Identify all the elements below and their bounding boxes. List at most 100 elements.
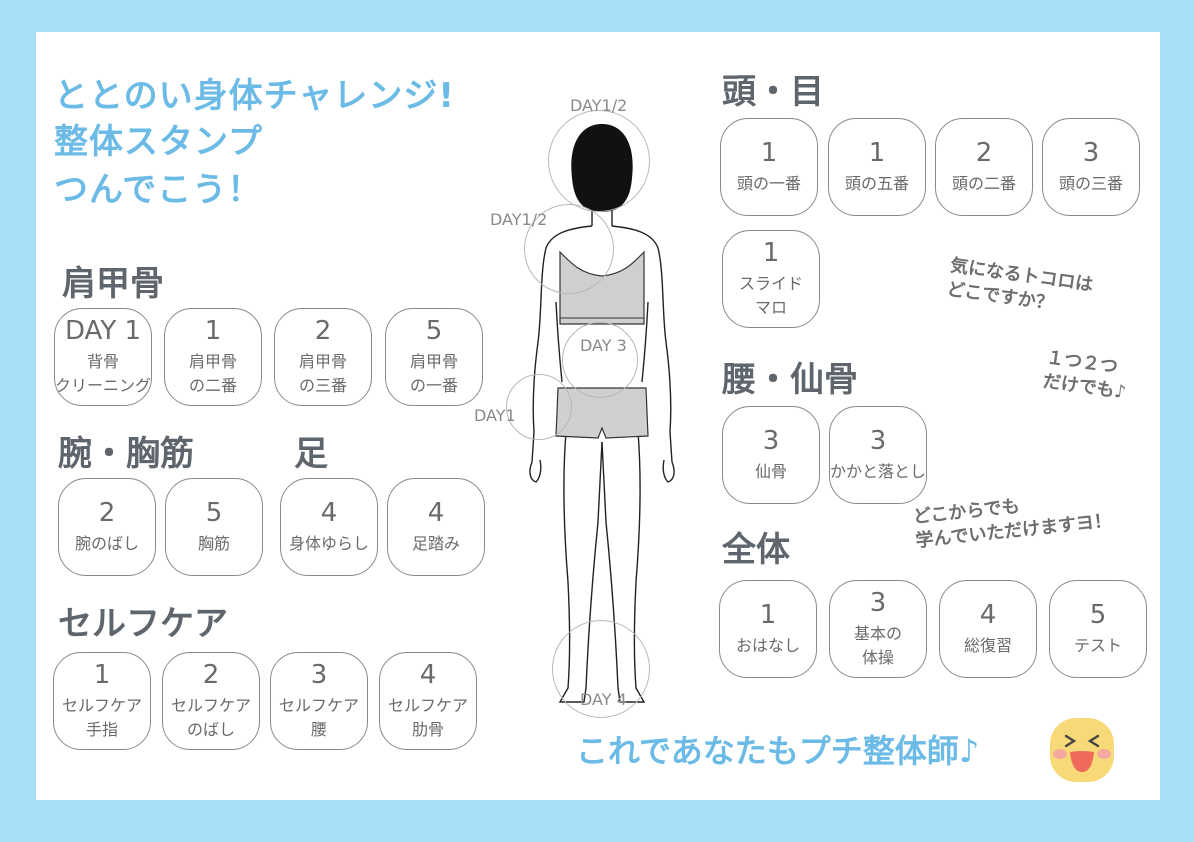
stamp-number: 5 [425,316,443,346]
note-3: どこからでも 学んでいただけますヨ！ [912,485,1113,553]
day-label-head: DAY1/2 [570,96,628,115]
stamp-number: 4 [979,600,997,630]
stamp-number: 1 [760,138,778,168]
stamp-label: 頭の二番 [951,174,1016,193]
laughing-face-icon [1050,718,1114,782]
stamp-number: 2 [202,660,220,690]
stamp-label: 体操 [861,648,894,667]
stamp-number: 4 [320,498,338,528]
stamp-label: セルフケア [387,696,468,715]
stamp-number: 5 [1089,600,1107,630]
stamp-number: 2 [98,498,116,528]
stamp-label: 胸筋 [197,534,230,553]
stamp-card: ととのい身体チャレンジ! 整体スタンプ つんでこう！ 肩甲骨 腕・胸筋 足 セル… [36,32,1160,800]
stamp-number: 1 [762,238,780,268]
stamp-head-row1-1[interactable]: 1 頭の一番 [720,118,818,216]
stamp-selfcare-2[interactable]: 2 セルフケアのばし [162,652,260,750]
stamp-shoulder-1[interactable]: DAY 1 背骨クリーニング [54,308,152,406]
stamp-label: 腰 [310,720,327,739]
stamp-number: 3 [1082,138,1100,168]
stamp-whole-1[interactable]: 1 おはなし [719,580,817,678]
title-line-2: 整体スタンプ [54,122,263,162]
stamp-waist-1[interactable]: 3 仙骨 [722,406,820,504]
day-label-upper-back: DAY1/2 [490,210,548,229]
stamp-selfcare-1[interactable]: 1 セルフケア手指 [53,652,151,750]
stamp-number: 5 [205,498,223,528]
stamp-label: セルフケア [61,696,142,715]
bottom-message: これであなたもプチ整体師♪ [576,732,980,770]
day-label-hips: DAY 3 [580,336,627,355]
stamp-number: 2 [314,316,332,346]
section-foot: 足 [294,434,328,474]
title-line-1: ととのい身体チャレンジ! [54,76,455,116]
note-1: 気になるトコロは どこですか？ [945,254,1095,322]
section-whole: 全体 [722,530,790,570]
section-arm: 腕・胸筋 [58,434,194,474]
title-line-3: つんでこう！ [54,170,263,210]
stamp-label: 足踏み [411,534,460,553]
stamp-label: 手指 [85,720,118,739]
day-circle-feet [552,620,650,718]
stamp-label: のばし [186,720,235,739]
stamp-label: 身体ゆらし [288,534,369,553]
stamp-number: 3 [869,426,887,456]
section-selfcare: セルフケア [58,604,228,644]
stamp-label: かかと落とし [830,462,927,481]
stamp-whole-2[interactable]: 3 基本の体操 [829,580,927,678]
stamp-label: 基本の [853,624,902,643]
stamp-selfcare-4[interactable]: 4 セルフケア肋骨 [379,652,477,750]
stamp-number: 2 [975,138,993,168]
stamp-number: 3 [869,588,887,618]
stamp-label: おはなし [735,636,800,655]
stamp-label: 腕のばし [74,534,139,553]
stamp-selfcare-3[interactable]: 3 セルフケア腰 [270,652,368,750]
stamp-arm-2[interactable]: 5 胸筋 [165,478,263,576]
day-circle-hips [562,322,638,398]
stamp-number: 1 [204,316,222,346]
stamp-label: 頭の三番 [1058,174,1123,193]
stamp-number: 1 [93,660,111,690]
day-circle-hand [506,374,572,440]
stamp-arm-1[interactable]: 2 腕のばし [58,478,156,576]
stamp-label: スライド [738,274,803,293]
section-waist: 腰・仙骨 [722,360,858,400]
stamp-label: 仙骨 [754,462,787,481]
stamp-number: DAY 1 [64,316,142,346]
day-circle-upper-back [524,204,614,294]
stamp-number: 3 [310,660,328,690]
note-2: １つ２つ だけでも♪ [1041,346,1130,405]
stamp-label: 肩甲骨 [188,352,237,371]
stamp-label: セルフケア [170,696,251,715]
stamp-foot-2[interactable]: 4 足踏み [387,478,485,576]
stamp-label: 肋骨 [411,720,444,739]
stamp-shoulder-4[interactable]: 5 肩甲骨の一番 [385,308,483,406]
stamp-label: 頭の一番 [736,174,801,193]
stamp-label: 肩甲骨 [409,352,458,371]
stamp-head-row1-3[interactable]: 2 頭の二番 [935,118,1033,216]
stamp-number: 1 [759,600,777,630]
stamp-number: 3 [762,426,780,456]
stamp-whole-4[interactable]: 5 テスト [1049,580,1147,678]
stamp-label: テスト [1073,636,1122,655]
stamp-head-row1-4[interactable]: 3 頭の三番 [1042,118,1140,216]
stamp-number: 4 [427,498,445,528]
stamp-label: 頭の五番 [844,174,909,193]
stamp-foot-1[interactable]: 4 身体ゆらし [280,478,378,576]
section-head: 頭・目 [722,72,824,112]
stamp-number: 4 [419,660,437,690]
stamp-label: セルフケア [278,696,359,715]
stamp-label: 総復習 [963,636,1012,655]
stamp-label: クリーニング [55,376,152,395]
stamp-label: の三番 [298,376,347,395]
day-label-feet: DAY 4 [580,690,627,709]
day-label-hand: DAY1 [474,406,516,425]
stamp-waist-2[interactable]: 3 かかと落とし [829,406,927,504]
day-circle-head [548,110,650,212]
stamp-whole-3[interactable]: 4 総復習 [939,580,1037,678]
stamp-label: の一番 [409,376,458,395]
stamp-label: 背骨 [86,352,119,371]
